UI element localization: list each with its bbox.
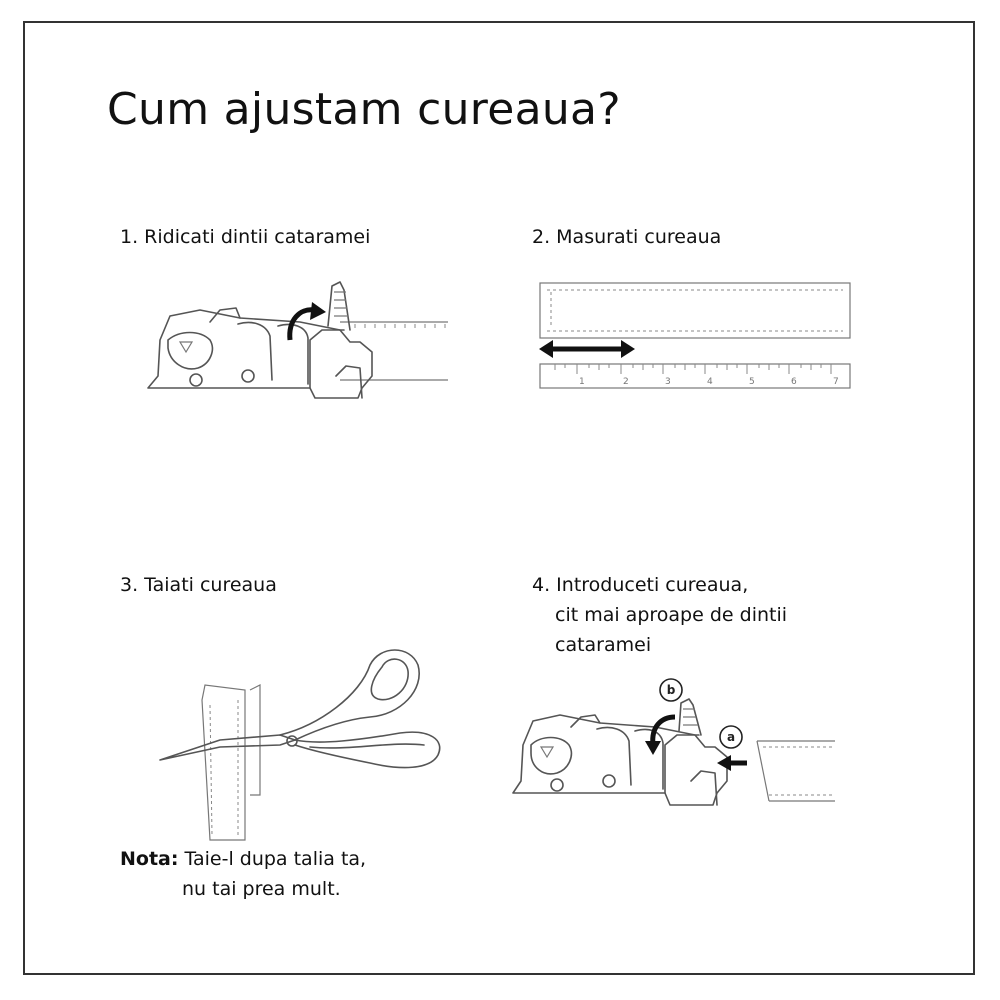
step-2-label: 2. Masurati cureaua	[532, 226, 722, 248]
ruler-number-5: 5	[749, 377, 755, 387]
measure-strap-illustration: 1 2 3 4 5 6 7	[539, 282, 851, 389]
insert-strap-illustration: b a	[512, 678, 835, 806]
buckle-lifted-teeth-illustration	[147, 281, 448, 399]
note-line-1: Nota: Taie-l dupa talia ta,	[120, 848, 366, 870]
step-3-label: 3. Taiati cureaua	[120, 574, 277, 596]
ruler-ticks	[554, 364, 832, 374]
strap-stitching-cut	[209, 700, 239, 836]
ruler-number-7: 7	[833, 377, 839, 387]
note-line-2: nu tai prea mult.	[182, 878, 341, 900]
strap-end-stitching	[763, 746, 835, 796]
step-4-label-line-3: cataramei	[555, 634, 652, 656]
strap-stitching	[547, 289, 843, 332]
page-title: Cum ajustam cureaua?	[107, 84, 621, 135]
ruler-number-4: 4	[707, 377, 713, 387]
ruler-number-3: 3	[665, 377, 671, 387]
marker-a-label: a	[727, 730, 735, 744]
strap-holes	[354, 324, 446, 328]
marker-b-label: b	[667, 683, 676, 697]
illustration-frame	[23, 21, 975, 975]
note-bold-label: Nota:	[120, 848, 179, 870]
ruler-number-1: 1	[579, 377, 585, 387]
step-4-label-line-2: cit mai aproape de dintii	[555, 604, 788, 626]
scissors-cut-strap-illustration	[159, 649, 441, 841]
ruler-number-6: 6	[791, 377, 797, 387]
note-text-1: Taie-l dupa talia ta,	[184, 848, 367, 870]
ruler-number-2: 2	[623, 377, 629, 387]
step-4-label-line-1: 4. Introduceti cureaua,	[532, 574, 749, 596]
step-1-label: 1. Ridicati dintii cataramei	[120, 226, 371, 248]
